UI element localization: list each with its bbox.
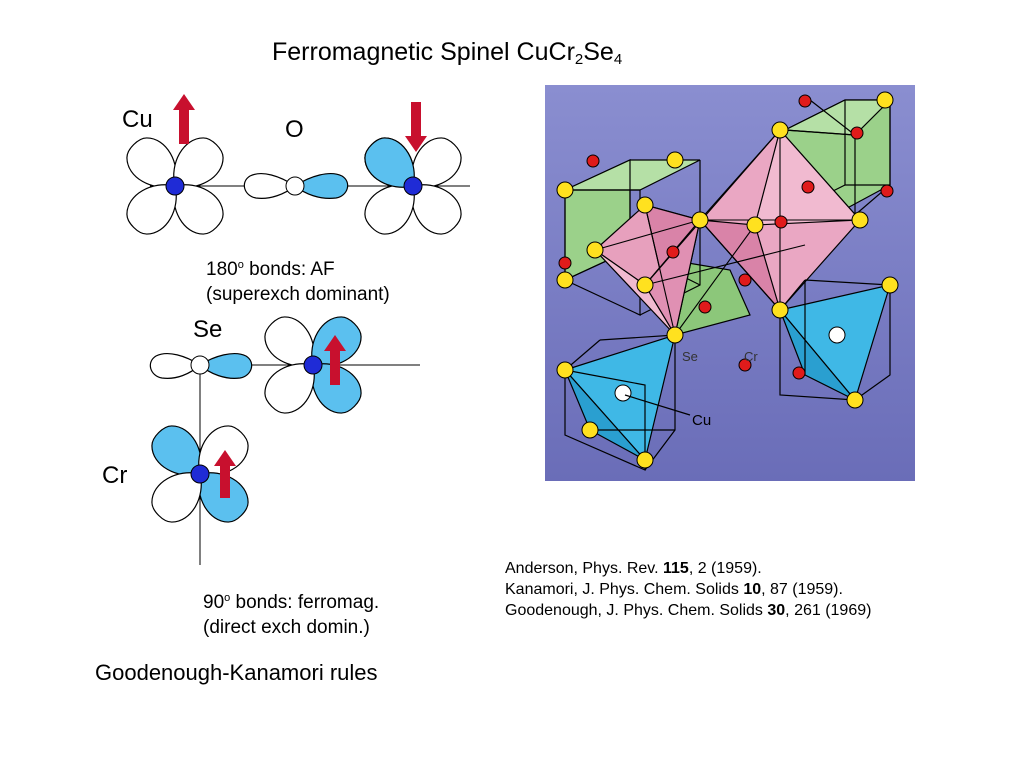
references: Anderson, Phys. Rev. 115, 2 (1959). Kana…	[505, 558, 871, 621]
orbital-diagram	[118, 94, 470, 565]
cr-label: Cr	[102, 462, 128, 489]
crystal-cr-label: Cr	[744, 349, 758, 364]
crystal-cu-label: Cu	[692, 412, 711, 429]
se-p-orbital	[149, 353, 253, 379]
spin-up-arrow	[179, 108, 189, 144]
cr-atom	[558, 94, 894, 380]
crystal-structure-image: Se Cr Cu	[545, 85, 915, 481]
cu-atom-left	[165, 176, 185, 196]
reference-item: Kanamori, J. Phys. Chem. Solids 10, 87 (…	[505, 581, 843, 598]
spin-up-arrow	[220, 464, 230, 498]
reference-item: Goodenough, J. Phys. Chem. Solids 30, 26…	[505, 602, 872, 619]
caption-180-bonds: 180o bonds: AF (superexch dominant)	[206, 259, 390, 305]
crystal-se-label: Se	[682, 349, 698, 364]
o-label: O	[285, 116, 304, 143]
se-label: Se	[193, 316, 223, 343]
spin-up-arrow	[330, 349, 340, 385]
spin-down-arrow	[411, 102, 421, 138]
reference-item: Anderson, Phys. Rev. 115, 2 (1959).	[505, 560, 762, 577]
cu-atom	[828, 326, 846, 344]
cr-atom-lower	[190, 464, 210, 484]
cu-atom	[614, 384, 632, 402]
caption-90-bonds: 90o bonds: ferromag. (direct exch domin.…	[203, 592, 380, 638]
cr-atom-upper	[303, 355, 323, 375]
cu-label: Cu	[122, 106, 153, 133]
o-p-orbital	[243, 173, 349, 199]
se-atom	[556, 91, 899, 469]
cu-atom-right	[403, 176, 423, 196]
page-title: Ferromagnetic Spinel CuCr2Se4	[272, 38, 623, 68]
footer-title: Goodenough-Kanamori rules	[95, 660, 378, 685]
